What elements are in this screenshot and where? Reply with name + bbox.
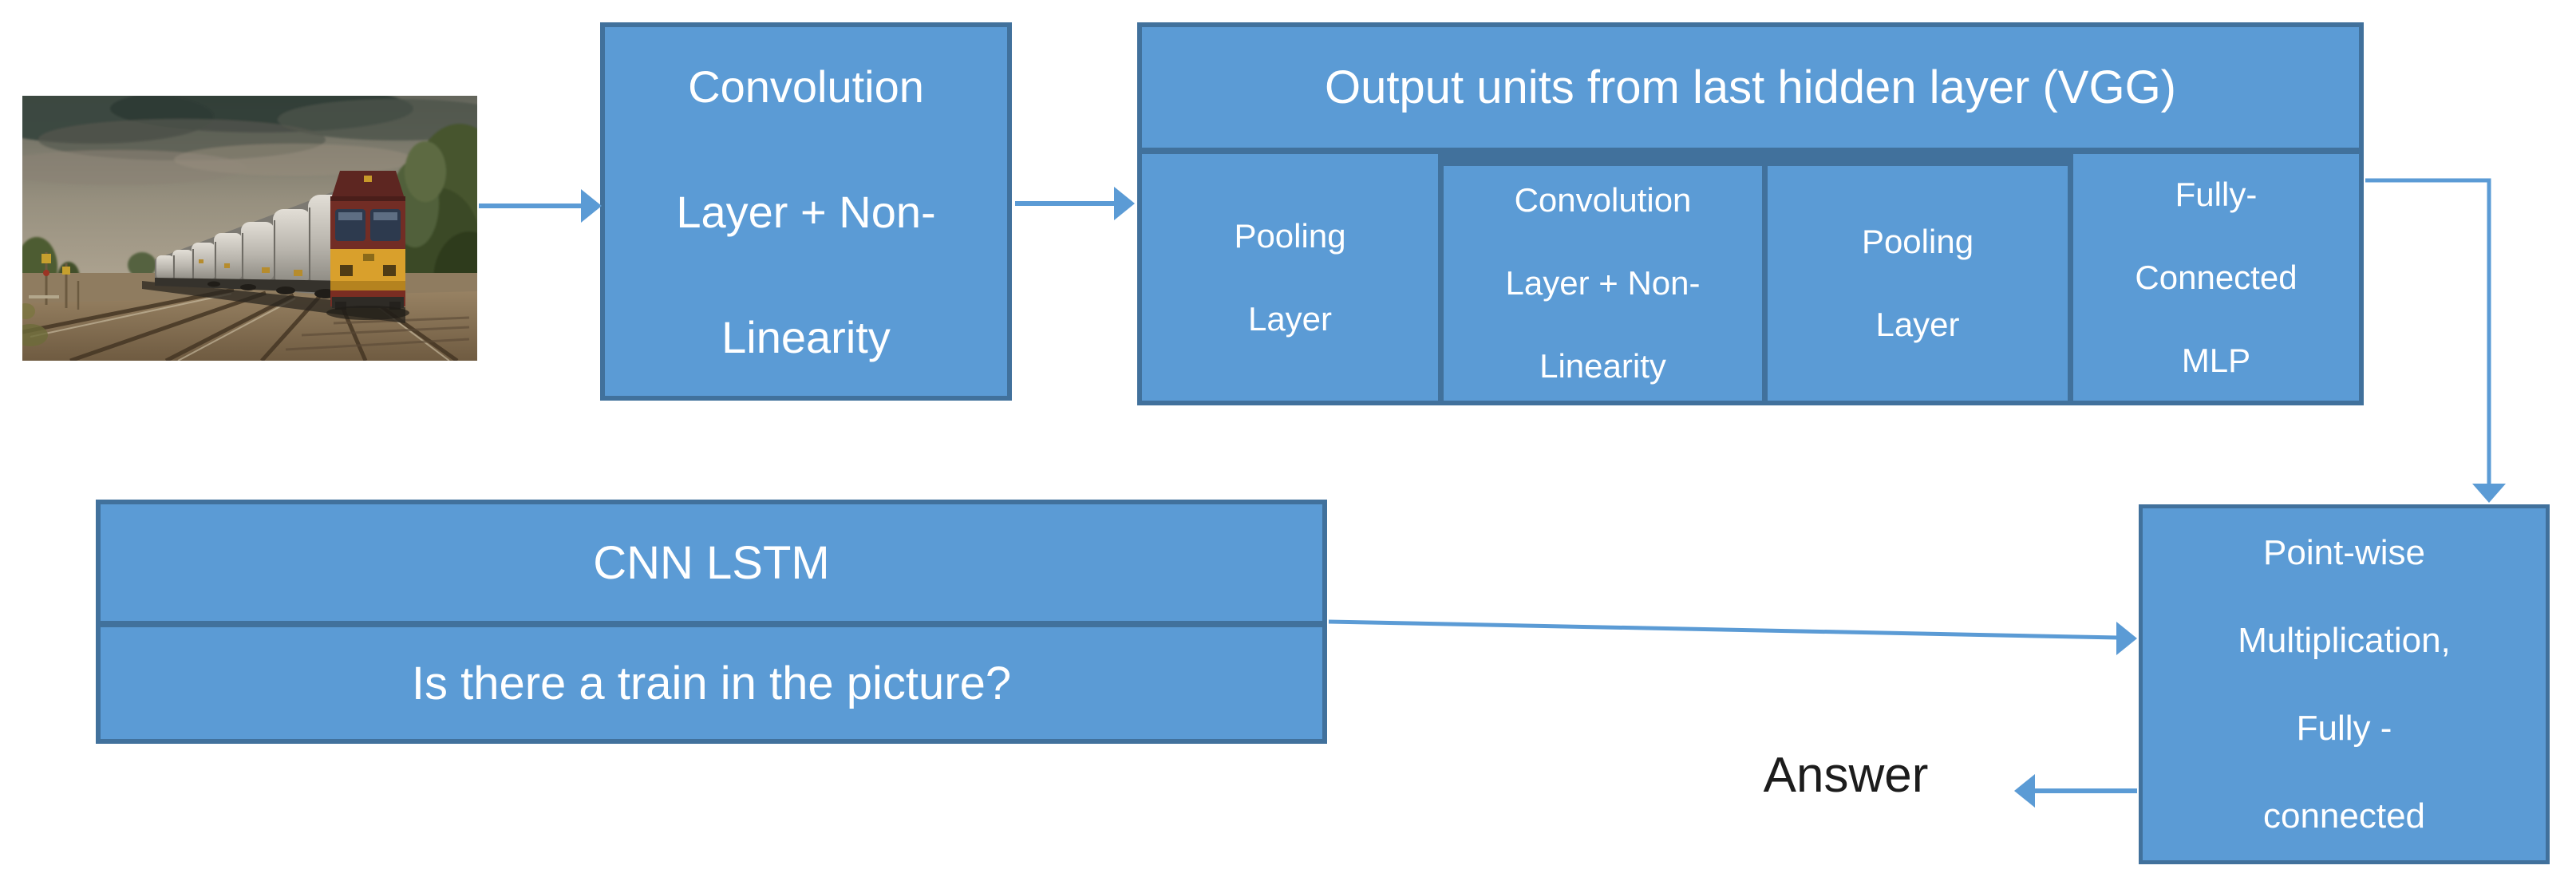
cell-text-line: Fully-: [2175, 175, 2258, 213]
vgg-panel-header: Output units from last hidden layer (VGG…: [1142, 27, 2359, 148]
box-text-line: Convolution: [688, 61, 924, 112]
arrow-image-to-conv: [479, 189, 602, 223]
convolution-layer-box: Convolution Layer + Non- Linearity: [600, 22, 1012, 401]
cell-text-line: Layer + Non-: [1505, 264, 1701, 302]
pooling-layer-cell-2: Pooling Layer: [1768, 166, 2068, 401]
pointwise-multiplication-box: Point-wise Multiplication, Fully - conne…: [2139, 504, 2550, 864]
cell-text-line: Convolution: [1514, 181, 1692, 219]
answer-label: Answer: [1763, 748, 1929, 803]
vgg-output-units-panel: Output units from last hidden layer (VGG…: [1137, 22, 2364, 405]
cell-text-line: Pooling: [1234, 216, 1346, 255]
lineside-signals: [22, 252, 80, 346]
cell-text-line: Layer: [1875, 306, 1960, 343]
cell-text-line: Pooling: [1861, 223, 1974, 260]
box-text-line: Fully -: [2296, 708, 2392, 748]
cell-text-line: Layer: [1247, 299, 1333, 338]
box-text-line: Linearity: [721, 311, 891, 362]
arrow-pointwise-to-answer: [2014, 774, 2137, 808]
arrow-lstm-to-pointwise: [1328, 619, 2137, 655]
cnn-lstm-panel: CNN LSTM Is there a train in the picture…: [96, 500, 1327, 744]
cnn-lstm-title: CNN LSTM: [101, 504, 1322, 621]
cell-text-line: Linearity: [1539, 347, 1666, 385]
question-text: Is there a train in the picture?: [101, 627, 1322, 739]
fully-connected-mlp-cell: Fully- Connected MLP: [2073, 154, 2359, 401]
box-text-line: connected: [2262, 796, 2426, 836]
box-text-line: Point-wise: [2263, 532, 2425, 572]
arrow-vgg-to-pointwise: [2365, 178, 2506, 503]
locomotive: [326, 171, 409, 320]
cell-text-line: MLP: [2181, 341, 2251, 379]
box-text-line: Layer + Non-: [676, 186, 936, 237]
convolution-layer-cell: Convolution Layer + Non- Linearity: [1444, 166, 1762, 401]
arrow-conv-to-vgg: [1015, 187, 1135, 220]
train-photo: [22, 96, 477, 361]
cell-text-line: Connected: [2135, 258, 2297, 296]
box-text-line: Multiplication,: [2238, 620, 2451, 660]
pooling-layer-cell-1: Pooling Layer: [1142, 154, 1438, 401]
